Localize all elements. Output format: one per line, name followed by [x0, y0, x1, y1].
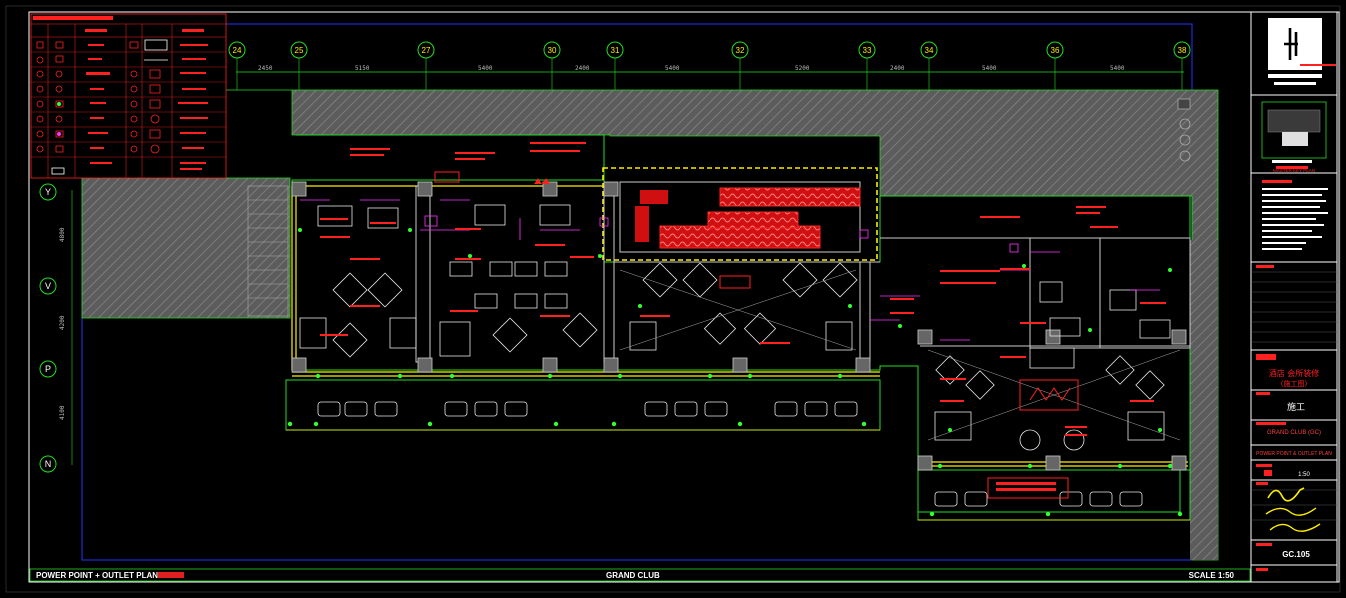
grid-bubble-27: 27 — [417, 41, 435, 59]
grid-label-33: 33 — [863, 46, 872, 55]
column-bubbles: 24 25 27 30 31 32 33 34 36 38 — [228, 41, 1191, 59]
grid-label-V: V — [45, 281, 51, 291]
tb-drawing-no: GC.105 — [1282, 550, 1310, 559]
svg-text:5400: 5400 — [982, 65, 997, 72]
grid-bubble-38: 38 — [1173, 41, 1191, 59]
tb-scale-value: 1:50 — [1298, 472, 1310, 478]
grid-bubble-36: 36 — [1046, 41, 1064, 59]
interior-partitions — [415, 181, 1191, 363]
sheet-border — [28, 11, 1340, 583]
grid-label-P: P — [45, 364, 51, 374]
feature-display — [987, 379, 1079, 499]
tb-cn-title: 酒店 会所装修 — [1269, 368, 1320, 378]
grid-bubble-Y: Y — [39, 183, 57, 201]
svg-text:2450: 2450 — [258, 65, 273, 72]
column-grid-lines — [236, 58, 1183, 90]
row-dimension-texts: 4800 4200 4100 — [59, 227, 66, 420]
title-block — [1250, 11, 1338, 583]
footer-frame — [29, 568, 1251, 582]
outlet-markers — [287, 228, 1183, 517]
svg-text:4800: 4800 — [59, 227, 66, 242]
grid-bubble-P: P — [39, 360, 57, 378]
grid-label-24: 24 — [233, 46, 242, 55]
grid-bubble-31: 31 — [606, 41, 624, 59]
grid-bubble-V: V — [39, 277, 57, 295]
magenta-outlet-lines — [300, 199, 1160, 341]
red-annotations — [320, 142, 1166, 436]
svg-text:5200: 5200 — [795, 65, 810, 72]
grid-label-27: 27 — [422, 46, 431, 55]
grid-bubble-24: 24 — [228, 41, 246, 59]
tb-key-plan-label: MASTER KEY PLAN — [1273, 168, 1315, 173]
tb-drawing-title: POWER POINT & OUTLET PLAN — [1256, 451, 1332, 457]
grid-label-31: 31 — [611, 46, 620, 55]
bar-counter — [635, 187, 861, 249]
dimension-texts: 2450 5150 5400 2400 5400 5200 2400 5400 … — [258, 65, 1125, 72]
grid-bubble-25: 25 — [290, 41, 308, 59]
plan-title: POWER POINT + OUTLET PLAN — [36, 570, 159, 580]
svg-text:4100: 4100 — [59, 405, 66, 420]
grid-label-25: 25 — [295, 46, 304, 55]
project-name: GRAND CLUB — [606, 570, 660, 580]
grid-label-34: 34 — [925, 46, 934, 55]
structural-columns — [291, 181, 1187, 471]
exterior-hatch — [81, 89, 1219, 561]
row-bubbles: Y V P N — [39, 183, 57, 473]
svg-text:5400: 5400 — [665, 65, 680, 72]
svg-text:2400: 2400 — [890, 65, 905, 72]
grid-label-36: 36 — [1051, 46, 1060, 55]
tb-venue: GRAND CLUB (GC) — [1267, 430, 1321, 436]
svg-text:5400: 5400 — [1110, 65, 1125, 72]
grid-label-38: 38 — [1178, 46, 1187, 55]
grid-label-32: 32 — [736, 46, 745, 55]
furniture — [299, 204, 1181, 507]
svg-text:5150: 5150 — [355, 65, 370, 72]
grid-label-N: N — [45, 459, 52, 469]
tb-stage: 施工 — [1287, 401, 1305, 413]
tb-cn-subtitle: (施工图) — [1281, 379, 1308, 388]
svg-text:2400: 2400 — [575, 65, 590, 72]
scale-label: SCALE 1:50 — [1188, 570, 1234, 580]
staircase — [247, 185, 289, 317]
glazing-lines — [286, 167, 1190, 521]
grid-bubble-32: 32 — [731, 41, 749, 59]
grid-bubble-30: 30 — [543, 41, 561, 59]
grid-bubble-33: 33 — [858, 41, 876, 59]
grid-bubble-34: 34 — [920, 41, 938, 59]
symbol-legend-table — [30, 13, 227, 179]
sheet-outer-border — [5, 5, 1341, 593]
grid-bubble-N: N — [39, 455, 57, 473]
svg-text:4200: 4200 — [59, 315, 66, 330]
grid-label-30: 30 — [548, 46, 557, 55]
svg-text:5400: 5400 — [478, 65, 493, 72]
right-bubbles — [1177, 98, 1191, 162]
footer-bar: POWER POINT + OUTLET PLAN GRAND CLUB SCA… — [30, 569, 1250, 581]
plan-title-red-marker — [158, 572, 184, 578]
grid-label-Y: Y — [45, 187, 51, 197]
